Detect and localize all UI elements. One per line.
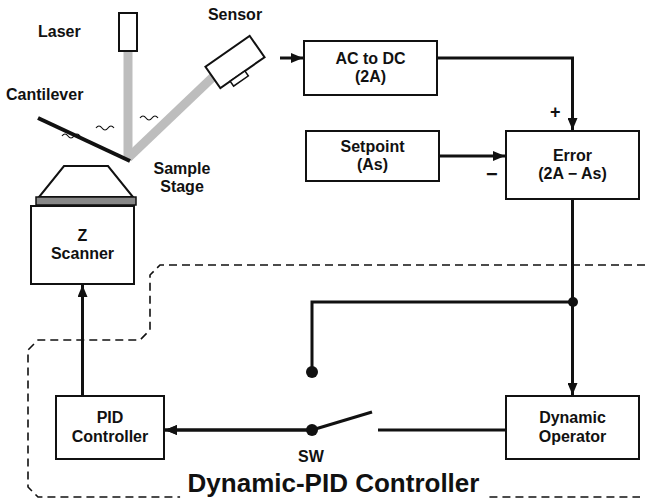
part-label: − xyxy=(486,163,498,186)
node-label: (2A) xyxy=(355,68,386,86)
stage-plate xyxy=(36,197,136,205)
vibration-mark xyxy=(96,126,114,130)
signal-connector xyxy=(440,155,505,158)
node-label: (2A − As) xyxy=(538,165,607,183)
cantilever xyxy=(38,118,130,161)
node-label: Sensor xyxy=(208,6,262,24)
node-label: PID Controller xyxy=(65,409,155,446)
node-label: Setpoint xyxy=(341,138,405,156)
region-title: Dynamic-PID Controller xyxy=(180,469,488,499)
dashed-outline xyxy=(20,262,647,502)
controller-region: Dynamic-PID Controller PID Controller Dyna… xyxy=(20,262,647,502)
process-box: Dynamic Operator xyxy=(505,395,640,460)
sensor-housing xyxy=(205,36,264,88)
process-box: Setpoint(As) xyxy=(305,130,440,182)
reflected-beam xyxy=(128,76,214,158)
signal-connector xyxy=(280,57,303,60)
node-label: AC to DC xyxy=(335,50,405,68)
photo-sensor: Sensor xyxy=(190,6,280,98)
dashed-outline xyxy=(28,265,645,497)
node-label: Error xyxy=(553,147,592,165)
laser-source: Laser xyxy=(38,12,138,52)
process-box: PID Controller xyxy=(55,395,165,460)
detector-window xyxy=(230,71,248,86)
node-label: (As) xyxy=(357,156,388,174)
sample-stage xyxy=(39,166,133,197)
switch-blade xyxy=(312,412,372,430)
laser-beam xyxy=(124,52,133,158)
vibration-mark xyxy=(140,116,158,120)
signal-connector xyxy=(165,429,505,432)
process-box: AC to DC(2A) xyxy=(303,40,438,96)
signal-connector xyxy=(438,58,573,130)
part-label: SW xyxy=(298,448,324,466)
node-label: Laser xyxy=(38,23,81,41)
part-label: + xyxy=(550,102,561,123)
vibration-mark xyxy=(62,134,80,138)
sensor-housing xyxy=(190,24,280,92)
laser-housing xyxy=(118,12,138,52)
node-label: Z Scanner xyxy=(45,227,120,264)
part-label: Cantilever xyxy=(6,86,83,104)
process-box: Error(2A − As) xyxy=(505,130,640,200)
part-label: Sample Stage xyxy=(146,160,218,197)
node-label: Dynamic Operator xyxy=(525,409,620,446)
process-box: Z Scanner xyxy=(30,205,135,285)
